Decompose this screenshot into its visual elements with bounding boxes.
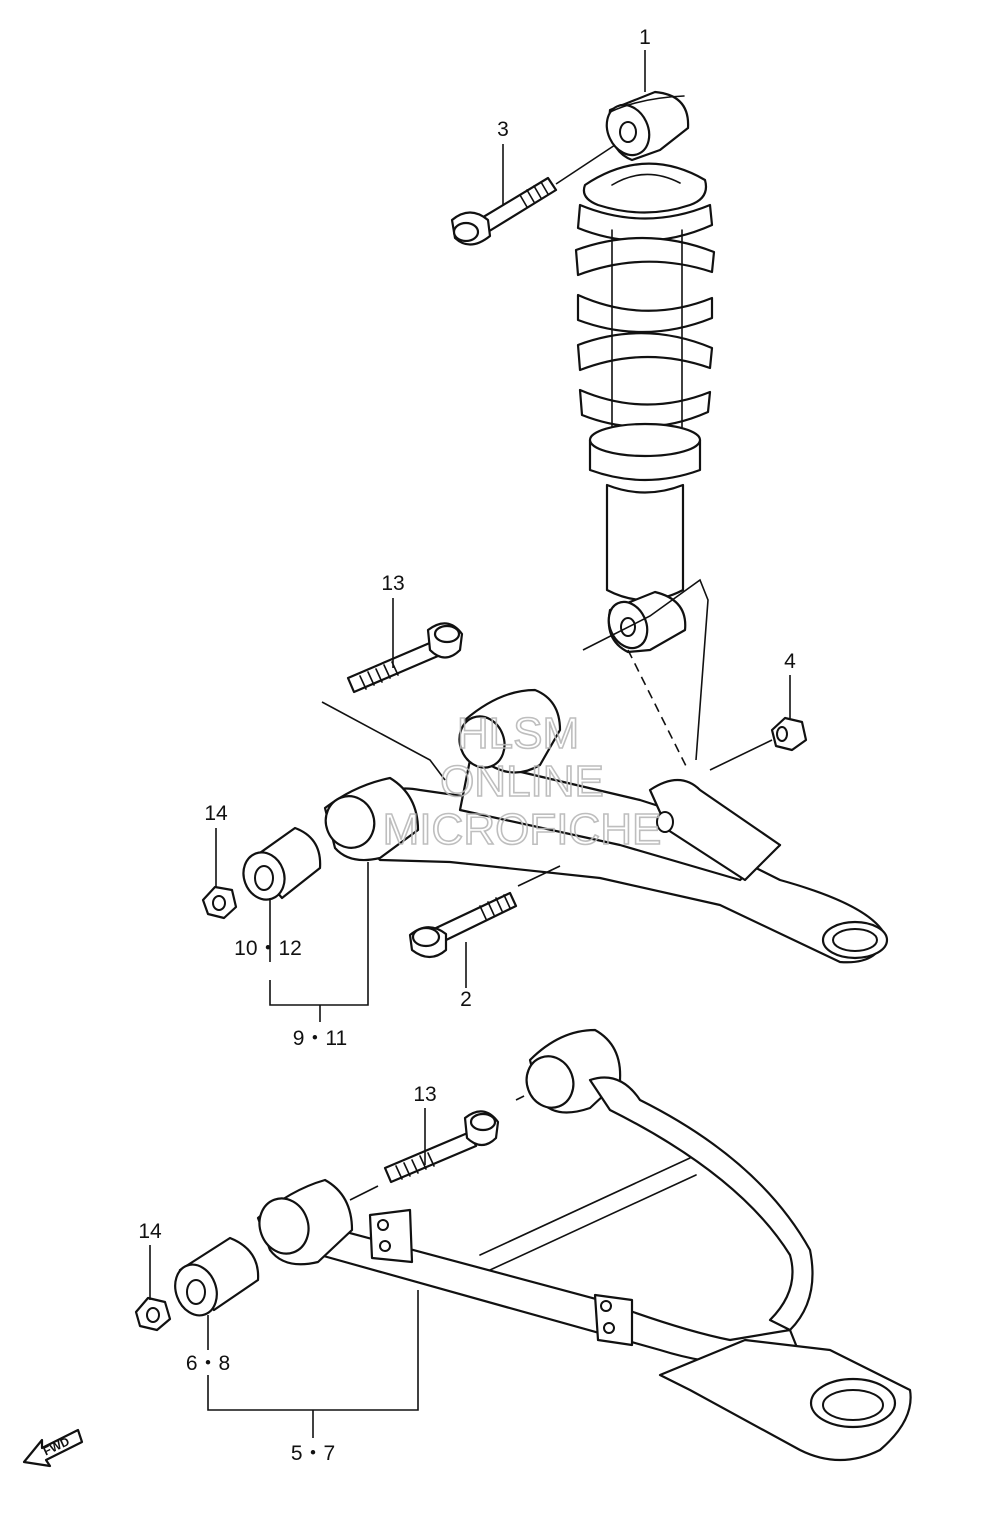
shock-absorber[interactable]	[574, 90, 716, 654]
label-3: 3	[497, 118, 509, 141]
label-9-11: 9・11	[293, 1027, 347, 1050]
watermark-line-1: HLSM	[457, 709, 579, 758]
bolt-2[interactable]	[408, 891, 518, 959]
label-4: 4	[784, 650, 796, 673]
upper-arm[interactable]	[319, 688, 889, 964]
leader-lines	[149, 50, 791, 1438]
nut-4[interactable]	[770, 716, 808, 752]
watermark: HLSM ONLINE MICROFICHE	[382, 708, 662, 855]
nut-14-lower[interactable]	[134, 1296, 172, 1332]
watermark-line-2: ONLINE	[440, 757, 604, 806]
label-6-8: 6・8	[186, 1352, 230, 1375]
bolt-3[interactable]	[450, 176, 558, 246]
label-14-upper: 14	[204, 802, 228, 825]
bolt-13-lower[interactable]	[383, 1110, 500, 1184]
label-5-7: 5・7	[291, 1442, 335, 1465]
bushing-10-12[interactable]	[237, 826, 322, 905]
nut-14-upper[interactable]	[201, 885, 238, 920]
part-labels: 1 3 13 4 14 10・12 2 9・11 13 14 6・8 5・7	[138, 26, 796, 1465]
label-10-12: 10・12	[234, 937, 302, 960]
label-13-lower: 13	[413, 1083, 436, 1106]
label-13-upper: 13	[381, 572, 404, 595]
label-14-lower: 14	[138, 1220, 162, 1243]
watermark-line-3: MICROFICHE	[383, 805, 662, 854]
lower-arm[interactable]	[252, 1028, 912, 1462]
label-2: 2	[460, 988, 472, 1011]
assembly-lines	[321, 144, 773, 1201]
fwd-arrow-icon: FWD	[22, 1428, 84, 1468]
label-1: 1	[639, 26, 651, 49]
bolt-13-upper[interactable]	[346, 622, 464, 694]
bushing-6-8[interactable]	[168, 1236, 260, 1321]
